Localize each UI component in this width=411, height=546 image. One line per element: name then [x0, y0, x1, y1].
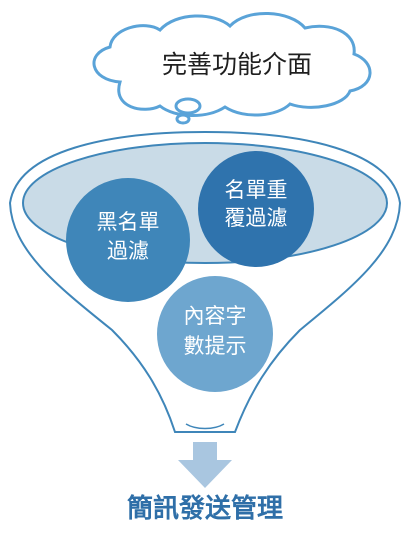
circle-duplicate-shape — [198, 151, 314, 267]
feature-circles: 黑名單 過濾 名單重 覆過濾 內容字 數提示 — [66, 151, 314, 392]
callout-cloud: 完善功能介面 — [92, 12, 372, 125]
cloud-bubble-large — [174, 97, 202, 115]
cloud-bubble-small — [175, 113, 191, 125]
callout-text: 完善功能介面 — [162, 50, 312, 79]
cloud-shape — [92, 12, 372, 117]
down-arrow-shape — [178, 442, 232, 488]
funnel-inner-neck-line — [185, 423, 225, 430]
circle-blacklist: 黑名單 過濾 — [66, 178, 190, 302]
circle-charcount-shape — [157, 276, 273, 392]
circle-duplicate-line-2: 覆過濾 — [225, 206, 288, 230]
circle-blacklist-shape — [66, 178, 190, 302]
footer-title: 簡訊發送管理 — [127, 493, 283, 524]
circle-charcount-line-1: 內容字 — [184, 304, 247, 328]
circle-duplicate-line-1: 名單重 — [225, 178, 288, 202]
circle-duplicate: 名單重 覆過濾 — [198, 151, 314, 267]
circle-blacklist-line-1: 黑名單 — [97, 210, 160, 234]
circle-charcount-line-2: 數提示 — [184, 334, 247, 358]
circle-charcount: 內容字 數提示 — [157, 276, 273, 392]
down-arrow-icon — [178, 442, 232, 488]
circle-blacklist-line-2: 過濾 — [107, 239, 149, 263]
